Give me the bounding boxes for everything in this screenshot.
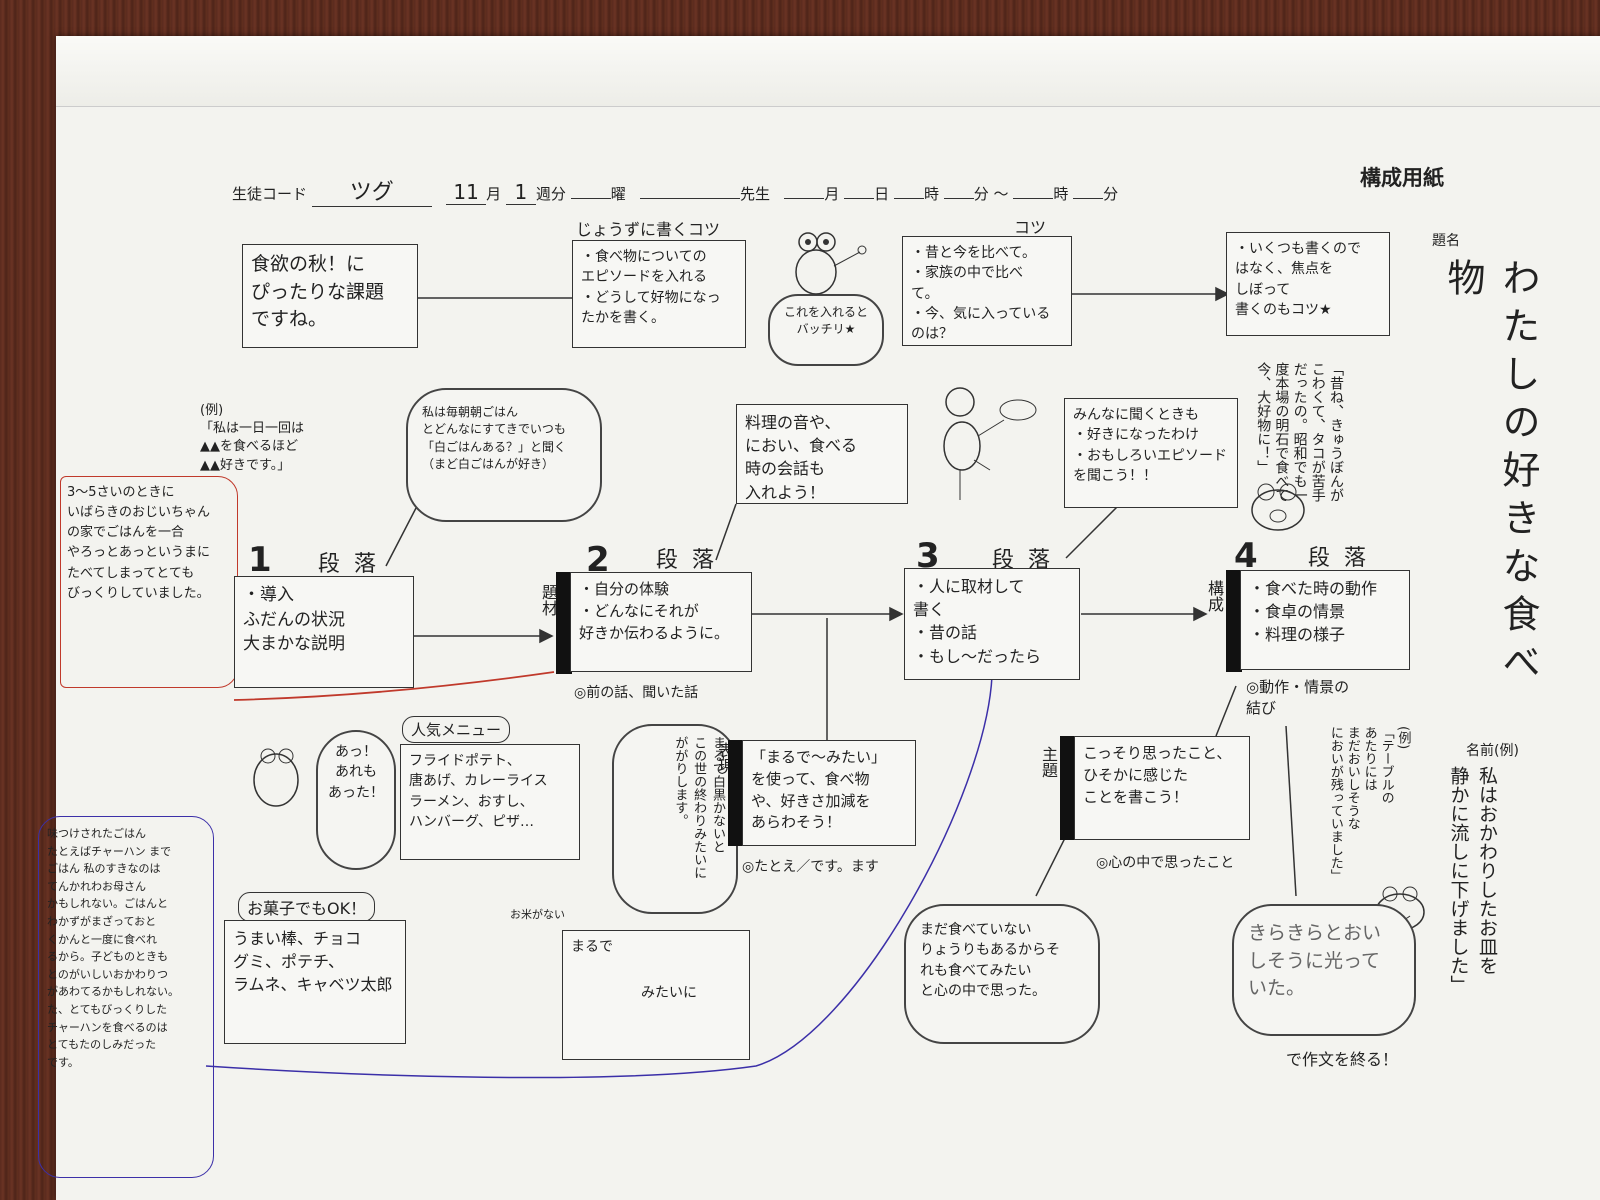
interview-tips-box: みんなに聞くときも ・好きになったわけ ・おもしろいエピソード を聞こう！！ xyxy=(1064,398,1238,508)
paragraph4-side-label: 構成 xyxy=(1205,580,1224,612)
week-field[interactable]: 1 xyxy=(505,180,536,205)
weekday-label: 曜 xyxy=(610,185,626,203)
expression-example-cloud: まるで白黒かないと この世の終わりみたいに ががりします。 xyxy=(612,724,738,914)
paragraph3-box: ・人に取材して 書く ・昔の話 ・もし〜だったら xyxy=(904,568,1080,680)
compare-tips-box: ・昔と今を比べて。 ・家族の中で比べ て。 ・今、気に入っているのは？ xyxy=(902,236,1072,346)
paper-fold xyxy=(56,36,1600,107)
expression-box: 「まるで〜みたい」 を使って、食べ物 や、好きさ加減を あらわそう！ xyxy=(742,740,916,846)
paragraph4-number: 4 xyxy=(1234,536,1258,576)
purple-memo: 味つけされたごはん たとえばチャーハン まで ごはん 私のすきなのは てんかれわ… xyxy=(38,816,214,1178)
bonus-cloud: これを入れると バッチリ★ xyxy=(768,294,884,366)
date-month-label: 月 xyxy=(824,185,840,203)
expression-marker xyxy=(728,740,744,846)
title-example-note: 「昔ね、きゅうぼんがこわくて、タコが苦手だったの。昭和でも一度本場の明石で食べて… xyxy=(1255,362,1344,502)
paragraph4-box: ・食べた時の動作 ・食卓の情景 ・料理の様子 xyxy=(1240,570,1410,670)
red-memo: 3〜5さいのときに いばらきのおじいちゃん の家でごはんを一合 やろっとあっとい… xyxy=(60,476,238,688)
hour-field[interactable] xyxy=(893,198,924,199)
tips-label: じょうずに書くコツ xyxy=(576,220,721,239)
theme-example-cloud: まだ食べていない りょうりもあるからそ れも食べてみたい と心の中で思った。 xyxy=(904,904,1100,1044)
date-month-field[interactable] xyxy=(784,198,825,199)
paragraph2-marker xyxy=(556,572,572,674)
tilde: 〜 xyxy=(993,185,1009,203)
paragraph2-side-label: 題材 xyxy=(539,584,558,616)
ending-example-cloud: きらきらとおい しそうに光って いた。 xyxy=(1232,904,1416,1036)
tips-box: ・食べ物についての エピソードを入れる ・どうして好物になっ たかを書く。 xyxy=(572,240,746,348)
teacher-label: 先生 xyxy=(740,185,771,203)
menu-box: フライドポテト、 唐あげ、カレーライス ラーメン、おすし、 ハンバーグ、ピザ… xyxy=(400,744,580,860)
sound-smell-box: 料理の音や、 におい、食べる 時の会話も 入れよう！ xyxy=(736,404,908,504)
snack-label: お菓子でもOK！ xyxy=(238,892,376,922)
minute2-field[interactable] xyxy=(1073,198,1104,199)
date-day-field[interactable] xyxy=(844,198,875,199)
paragraph2-number: 2 xyxy=(586,540,610,580)
kotsu-label: コツ xyxy=(1014,218,1047,237)
weekday-field[interactable] xyxy=(570,198,611,199)
theme-marker xyxy=(1060,736,1076,840)
paragraph1-label: 段落 xyxy=(318,552,391,577)
month-field[interactable]: 11 xyxy=(446,180,487,205)
theme-note: ◎心の中で思ったこと xyxy=(1096,855,1235,871)
month-label: 月 xyxy=(486,185,502,203)
student-code-label: 生徒コード xyxy=(232,185,308,203)
title-label: 題名 xyxy=(1432,233,1460,249)
paragraph4-note: ◎動作・情景の 結び xyxy=(1246,678,1350,717)
intro-example: (例) 「私は一日一回は ▲▲を食べるほど ▲▲好きです。」 xyxy=(200,403,305,473)
expression-small-label: お米がない xyxy=(510,908,565,921)
paragraph4-label: 段落 xyxy=(1308,546,1381,571)
expression-example-box: まるで みたいに xyxy=(562,930,750,1060)
date-day-label: 日 xyxy=(874,185,890,203)
week-label: 週分 xyxy=(535,185,566,203)
paragraph4-marker xyxy=(1226,570,1242,672)
ending-note: で作文を終る！ xyxy=(1286,1050,1399,1069)
teacher-field[interactable] xyxy=(640,198,741,199)
frog-waiter-icon xyxy=(943,387,1037,500)
minute-field[interactable] xyxy=(943,198,974,199)
hour2-field[interactable] xyxy=(1013,198,1054,199)
essay-title: わたしの好きな食べ物 xyxy=(1441,258,1540,690)
paragraph1-box: ・導入 ふだんの状況 大まかな説明 xyxy=(234,576,414,688)
pen-name-example-mark: (例) xyxy=(1494,743,1519,759)
pen-name-label-text: 名前 xyxy=(1466,743,1494,759)
paragraph1-number: 1 xyxy=(248,540,272,580)
paragraph2-box: ・自分の体験 ・どんなにそれが 好きか伝わるように。 xyxy=(570,572,752,672)
expression-start-word: まるで xyxy=(571,939,613,955)
minute-label: 分 xyxy=(973,185,989,203)
pen-name-label: 名前(例) xyxy=(1466,740,1519,760)
hour-label: 時 xyxy=(923,185,939,203)
frog-face-icon xyxy=(1251,483,1305,531)
frog-speech-bubble: あっ！ あれも あった！ xyxy=(316,730,396,870)
expression-note: ◎たとえ／です。ます xyxy=(742,859,879,875)
student-code-field[interactable]: ツグ xyxy=(311,174,432,207)
minute2-label: 分 xyxy=(1103,185,1119,203)
frog-icon xyxy=(795,232,867,295)
pen-name-text: 私はおかわりしたお皿を 静かに流しに下げました」 xyxy=(1447,766,1499,994)
snack-box: うまい棒、チョコ グミ、ポテチ、 ラムネ、キャベツ太郎 xyxy=(224,920,406,1044)
intro-example-cloud: 私は毎朝朝ごはん とどんなにすてきでいつも 「白ごはんある？」と聞く （まど白ご… xyxy=(406,388,602,522)
theme-box: こっそり思ったこと、 ひそかに感じた ことを書こう！ xyxy=(1074,736,1250,840)
ending-example: (例) 「テーブルの あたりには まだおいしそうな においが残っていました」 xyxy=(1327,726,1411,882)
theme-side-label: 主題 xyxy=(1039,746,1058,778)
paragraph3-number: 3 xyxy=(916,536,940,576)
expression-end-word: みたいに xyxy=(641,985,697,1002)
focus-tips-box: ・いくつも書くので はなく、焦点を しぼって 書くのもコツ★ xyxy=(1226,232,1390,336)
menu-label: 人気メニュー xyxy=(402,716,511,743)
frog-thinking-icon xyxy=(253,748,299,807)
form-title: 構成用紙 xyxy=(1360,166,1444,190)
paragraph2-note: ◎前の話、聞いた話 xyxy=(574,685,699,701)
intro-comment-box: 食欲の秋！に ぴったりな課題 ですね。 xyxy=(242,244,418,348)
paragraph2-label: 段落 xyxy=(656,548,729,573)
hour2-label: 時 xyxy=(1053,185,1069,203)
